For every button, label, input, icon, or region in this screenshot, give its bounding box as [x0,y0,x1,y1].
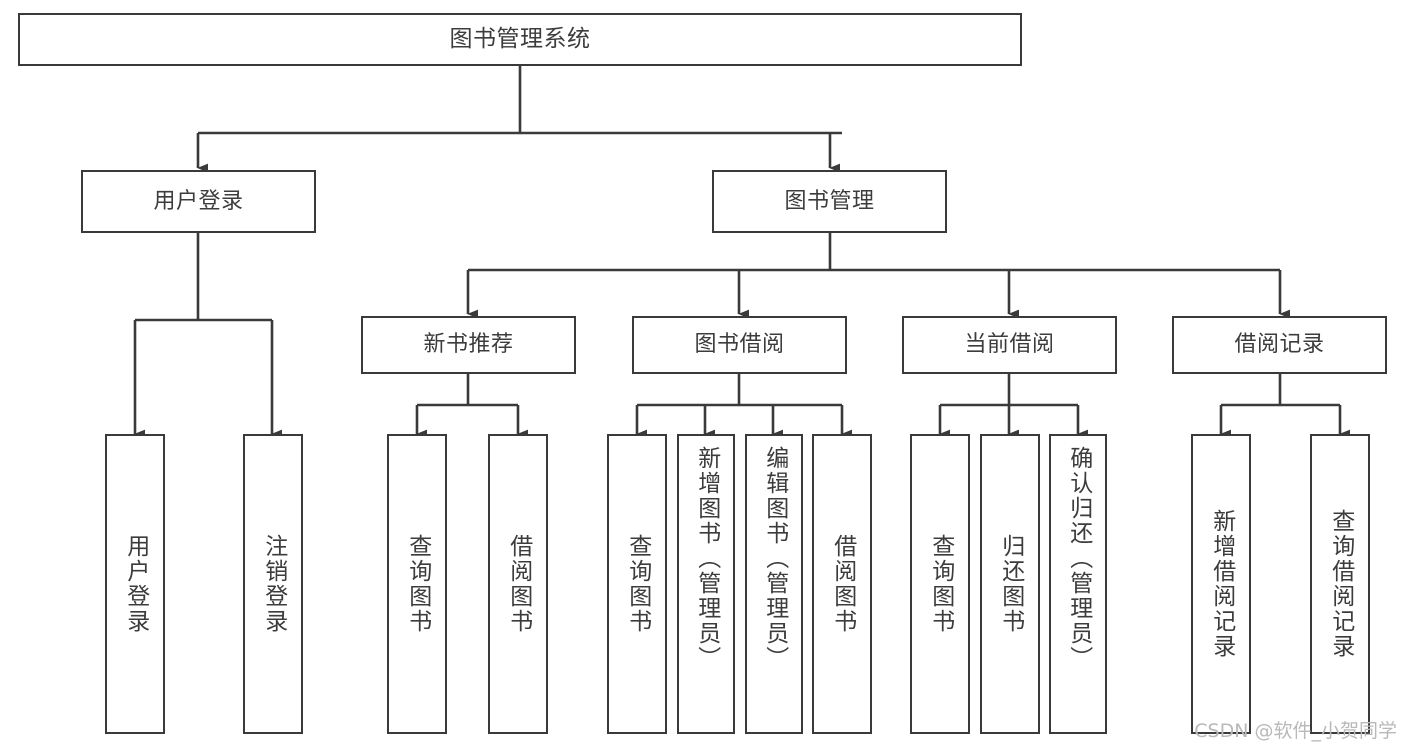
node-leaf-add-book[interactable]: 新增图书（管理员） [677,434,735,734]
watermark-text: CSDN @软件_小贺同学 [1194,720,1397,742]
node-leaf-query-book-1[interactable]: 查询图书 [387,434,447,734]
node-leaf-query-book-2[interactable]: 查询图书 [607,434,667,734]
node-label: 当前借阅 [964,332,1055,358]
node-leaf-user-login[interactable]: 用户登录 [105,434,165,734]
node-label: 查询图书 [404,534,431,634]
node-leaf-borrow-book-1[interactable]: 借阅图书 [488,434,548,734]
node-label: 图书借阅 [694,332,785,358]
node-book-management[interactable]: 图书管理 [712,170,947,233]
node-label: 归还图书 [997,534,1024,634]
node-label: 借阅图书 [829,534,856,634]
node-leaf-query-book-3[interactable]: 查询图书 [910,434,970,734]
node-label: 图书管理系统 [449,25,591,52]
node-label: 新增借阅记录 [1208,509,1235,659]
node-label: 编辑图书（管理员） [761,446,788,671]
node-current-borrow[interactable]: 当前借阅 [902,316,1117,374]
node-label: 查询图书 [624,534,651,634]
node-label: 注销登录 [260,534,287,634]
node-label: 用户登录 [153,188,244,214]
node-root-book-management-system[interactable]: 图书管理系统 [18,13,1022,66]
node-new-book-recommend[interactable]: 新书推荐 [361,316,576,374]
node-book-borrow[interactable]: 图书借阅 [632,316,847,374]
node-label: 查询借阅记录 [1327,509,1354,659]
node-label: 借阅图书 [505,534,532,634]
node-leaf-add-record[interactable]: 新增借阅记录 [1191,434,1251,734]
node-leaf-confirm-return[interactable]: 确认归还（管理员） [1049,434,1107,734]
node-label: 新书推荐 [423,332,514,358]
node-leaf-return-book[interactable]: 归还图书 [980,434,1040,734]
node-label: 图书管理 [784,188,875,214]
node-borrow-record[interactable]: 借阅记录 [1172,316,1387,374]
node-user-login[interactable]: 用户登录 [81,170,316,233]
node-label: 确认归还（管理员） [1065,446,1092,671]
node-leaf-query-record[interactable]: 查询借阅记录 [1310,434,1370,734]
node-label: 新增图书（管理员） [693,446,720,671]
node-label: 查询图书 [927,534,954,634]
node-leaf-logout-login[interactable]: 注销登录 [243,434,303,734]
node-leaf-borrow-book-2[interactable]: 借阅图书 [812,434,872,734]
node-label: 借阅记录 [1234,332,1325,358]
node-leaf-edit-book[interactable]: 编辑图书（管理员） [745,434,803,734]
node-label: 用户登录 [122,534,149,634]
